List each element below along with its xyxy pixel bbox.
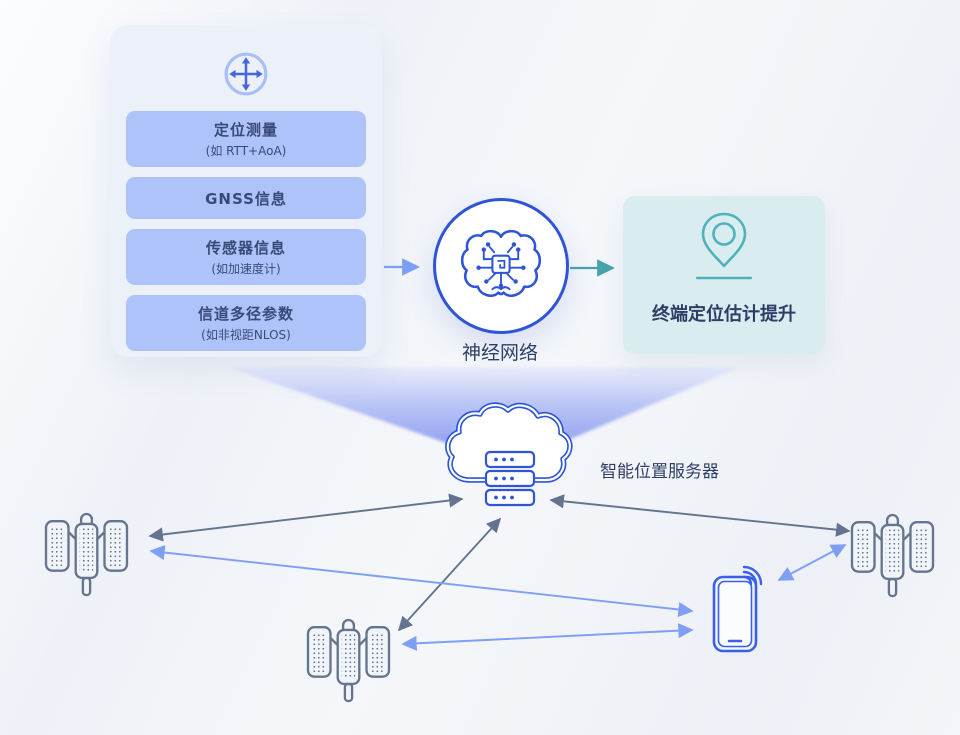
phone-tower-links bbox=[149, 544, 847, 651]
smartphone-icon bbox=[712, 565, 763, 653]
input-box-multipath: 信道多径参数 (如非视距NLOS) bbox=[126, 295, 366, 351]
wifi-signal-icon bbox=[742, 565, 763, 586]
input-box-sensor: 传感器信息 (如加速度计) bbox=[126, 229, 366, 285]
cloud-server-icon bbox=[445, 402, 573, 507]
server-leds bbox=[494, 457, 514, 500]
link-phone-right-tower bbox=[777, 544, 847, 581]
input-box-title: 信道多径参数 bbox=[197, 305, 294, 323]
link-phone-middle-tower bbox=[401, 623, 694, 651]
base-station-left bbox=[44, 512, 129, 597]
location-pin-icon bbox=[695, 212, 753, 280]
base-station-middle bbox=[306, 618, 391, 703]
output-panel: 终端定位估计提升 bbox=[623, 196, 825, 354]
input-box-subtitle: (如加速度计) bbox=[211, 262, 281, 276]
neural-network-node bbox=[433, 198, 569, 334]
input-box-title: 定位测量 bbox=[213, 121, 278, 139]
link-cloud-middle-tower bbox=[397, 517, 502, 632]
input-box-subtitle: (如 RTT+AoA) bbox=[205, 144, 287, 158]
input-box-title: GNSS信息 bbox=[205, 189, 287, 208]
output-label: 终端定位估计提升 bbox=[652, 304, 796, 325]
neural-network-label: 神经网络 bbox=[461, 342, 538, 364]
move-crosshair-icon bbox=[110, 25, 382, 97]
brain-circuit-icon bbox=[460, 229, 542, 297]
input-box-positioning-measurement: 定位测量 (如 RTT+AoA) bbox=[126, 111, 366, 167]
input-box-gnss: GNSS信息 bbox=[126, 177, 366, 219]
inputs-panel: 定位测量 (如 RTT+AoA) GNSS信息 传感器信息 (如加速度计) 信道… bbox=[110, 25, 382, 357]
base-station-right bbox=[850, 513, 935, 598]
cloud-server-label: 智能位置服务器 bbox=[600, 462, 719, 482]
link-cloud-right-tower bbox=[549, 494, 851, 537]
link-phone-left-tower bbox=[149, 545, 694, 617]
input-box-subtitle: (如非视距NLOS) bbox=[201, 328, 291, 342]
link-cloud-left-tower bbox=[148, 493, 464, 542]
input-box-title: 传感器信息 bbox=[205, 239, 286, 257]
